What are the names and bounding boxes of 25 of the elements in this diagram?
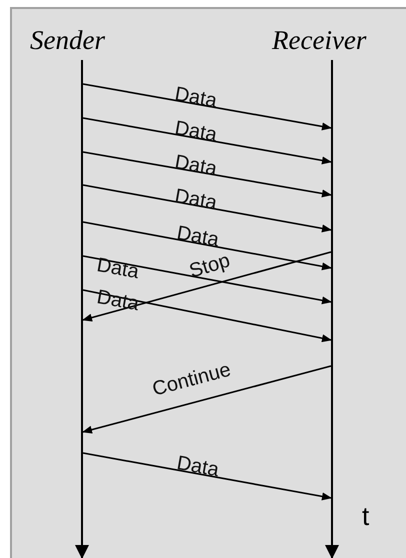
message-arrow xyxy=(82,117,332,164)
axis-label: t xyxy=(362,502,370,530)
message-arrow xyxy=(82,365,332,434)
edge-label: Data xyxy=(173,118,218,146)
message-arrow xyxy=(82,452,332,500)
edge-label: Continue xyxy=(150,360,233,400)
message-arrow xyxy=(82,184,332,232)
message-arrow xyxy=(82,221,332,270)
message-arrow xyxy=(82,289,332,342)
participant-label: Receiver xyxy=(272,25,366,55)
edge-label: Data xyxy=(173,152,218,180)
edge-label: Data xyxy=(173,84,218,112)
message-arrow xyxy=(82,255,332,304)
participant-label: Sender xyxy=(30,25,105,55)
message-arrow xyxy=(82,83,332,130)
message-arrow xyxy=(82,251,332,322)
lifeline xyxy=(329,60,335,548)
message-arrow xyxy=(82,151,332,198)
lifeline xyxy=(79,60,85,548)
edge-label: Data xyxy=(173,186,218,214)
edge-label: Data xyxy=(175,223,220,250)
edge-label: Stop xyxy=(187,250,232,282)
edge-label: Data xyxy=(95,287,140,314)
edge-label: Data xyxy=(175,453,220,480)
edge-label: Data xyxy=(95,255,140,282)
